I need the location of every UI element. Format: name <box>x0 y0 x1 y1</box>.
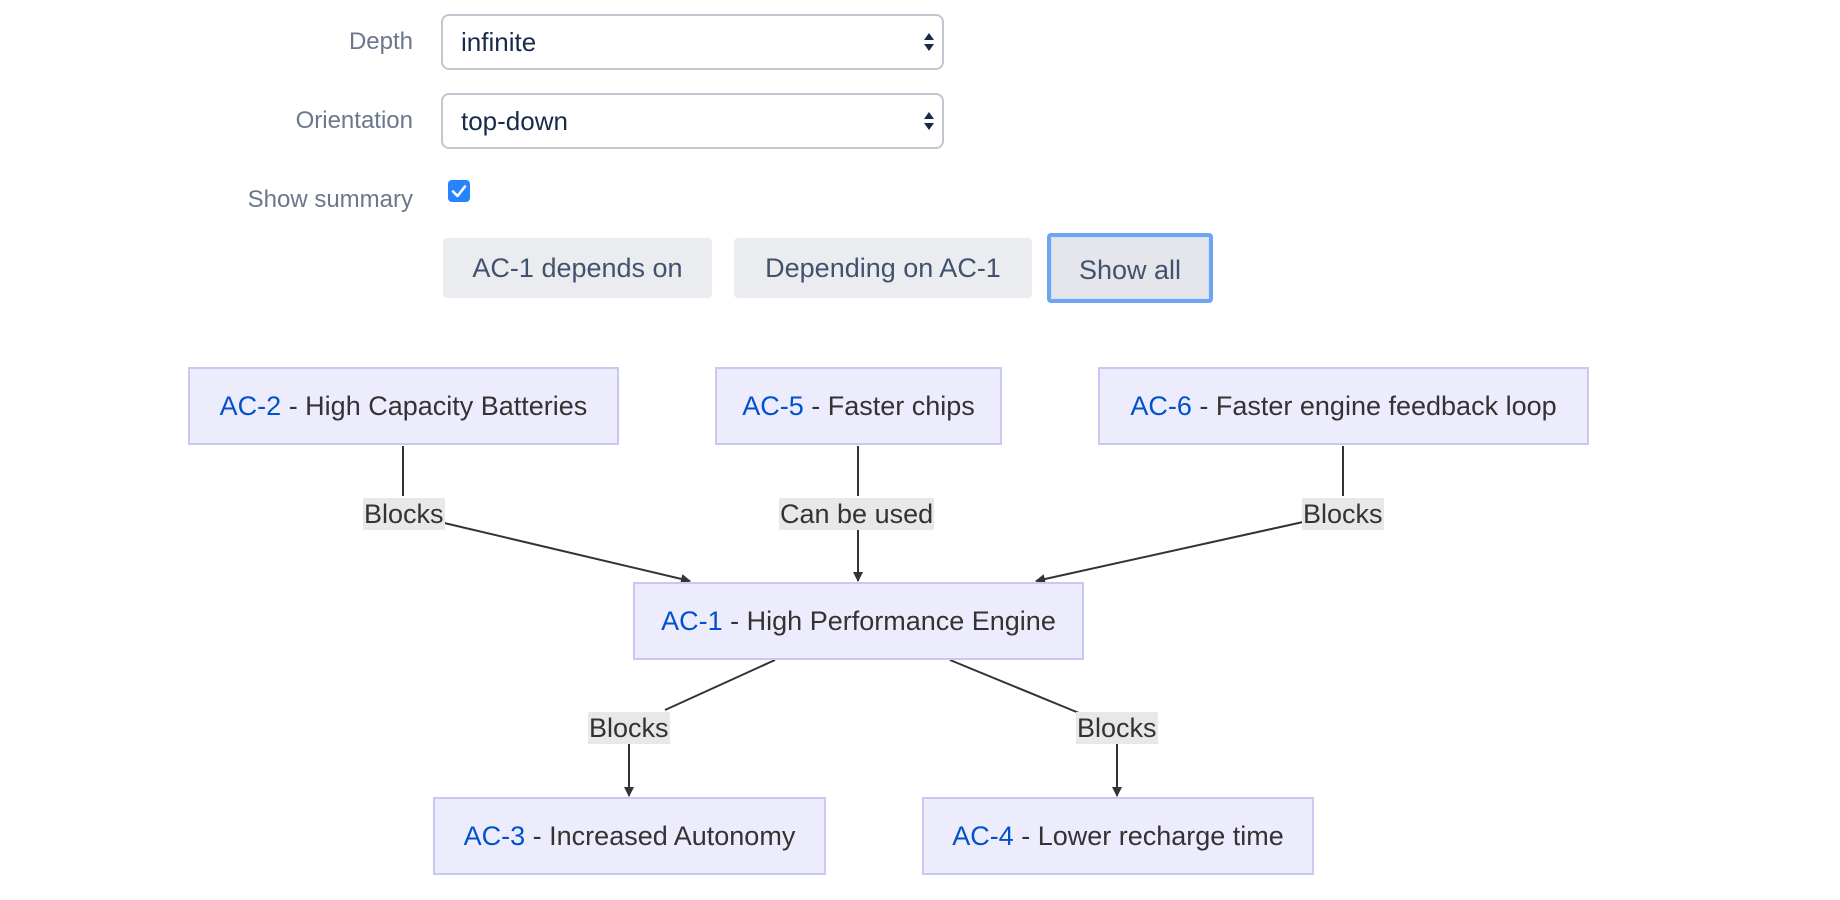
issue-summary: - Faster chips <box>803 391 975 421</box>
edge-label: Blocks <box>1076 712 1158 744</box>
select-arrows-icon <box>924 112 934 130</box>
select-arrows-icon <box>924 33 934 51</box>
orientation-select[interactable]: top-down <box>441 93 944 149</box>
issue-key-link[interactable]: AC-5 <box>742 391 804 421</box>
depth-select-value: infinite <box>461 27 537 57</box>
issue-key-link[interactable]: AC-2 <box>219 391 282 421</box>
issue-key-link[interactable]: AC-3 <box>463 821 526 851</box>
issue-node-ac2[interactable]: AC-2 - High Capacity Batteries <box>188 367 619 445</box>
show-summary-label: Show summary <box>247 186 413 213</box>
edge-ac1-ac3 <box>629 659 776 796</box>
orientation-select-value: top-down <box>461 106 568 136</box>
depth-field-label: Depth <box>348 28 413 55</box>
depending-on-button[interactable]: Depending on AC-1 <box>734 238 1032 298</box>
issue-summary: - Increased Autonomy <box>525 821 796 851</box>
issue-node-ac5[interactable]: AC-5 - Faster chips <box>715 367 1002 445</box>
edge-ac6-ac1 <box>1036 446 1344 581</box>
edge-label: Blocks <box>1302 498 1384 530</box>
checkmark-icon <box>451 185 467 198</box>
edge-label: Can be used <box>779 498 935 530</box>
edge-label: Blocks <box>363 498 445 530</box>
issue-summary: - High Capacity Batteries <box>281 391 588 421</box>
issue-key-link[interactable]: AC-6 <box>1130 391 1192 421</box>
issue-summary: - High Performance Engine <box>722 606 1056 636</box>
depth-select[interactable]: infinite <box>441 14 944 70</box>
edge-ac2-ac1 <box>402 446 690 581</box>
issue-key-link[interactable]: AC-4 <box>952 821 1014 851</box>
issue-node-ac4[interactable]: AC-4 - Lower recharge time <box>922 797 1314 875</box>
depends-on-button[interactable]: AC-1 depends on <box>443 238 712 298</box>
issue-node-ac3[interactable]: AC-3 - Increased Autonomy <box>433 797 826 875</box>
issue-key-link[interactable]: AC-1 <box>661 606 723 636</box>
issue-node-ac1[interactable]: AC-1 - High Performance Engine <box>633 582 1084 660</box>
issue-summary: - Lower recharge time <box>1013 821 1284 851</box>
issue-summary: - Faster engine feedback loop <box>1191 391 1557 421</box>
show-all-button[interactable]: Show all <box>1047 233 1213 303</box>
edge-ac1-ac4 <box>949 659 1117 796</box>
orientation-field-label: Orientation <box>295 107 413 134</box>
issue-node-ac6[interactable]: AC-6 - Faster engine feedback loop <box>1098 367 1589 445</box>
show-summary-checkbox[interactable] <box>448 180 470 202</box>
edge-label: Blocks <box>588 712 670 744</box>
